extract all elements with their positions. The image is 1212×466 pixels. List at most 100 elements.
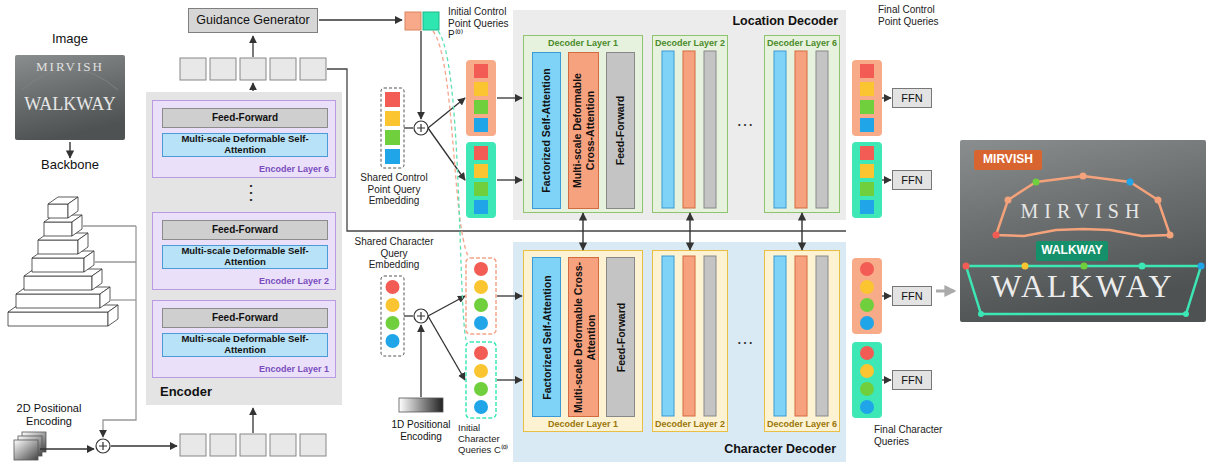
token-rows: [300, 58, 326, 80]
character-query-stacks: [474, 382, 488, 396]
node-text: 2D Positional Encoding: [6, 402, 92, 427]
flow-arrows: [404, 127, 413, 128]
flow-arrows: [40, 20, 891, 449]
attention-bar: Factorized Self-Attention: [532, 52, 561, 209]
label: Shared Character Query Embedding: [354, 236, 434, 271]
output-photo: [960, 140, 1206, 322]
backbone-pyramid: [32, 258, 84, 272]
shared-character-embedding: [381, 276, 404, 356]
query-link: [433, 31, 468, 256]
flow-lines: [111, 299, 136, 300]
decoder-layer-bars: [683, 256, 695, 416]
character-query-stacks: [466, 258, 882, 418]
ffn-box: FFN: [892, 370, 932, 390]
flow-arrows: [428, 128, 465, 180]
character-query-stacks: [860, 298, 874, 312]
label-text: WALKWAY: [968, 270, 1198, 302]
character-query-stacks: [466, 258, 496, 334]
positional-gradient: [399, 398, 443, 412]
token-rows: [180, 58, 326, 456]
flow-arrows: [428, 296, 465, 316]
node-text: FFN: [901, 92, 922, 105]
character-query-stacks: [474, 400, 488, 414]
node-text: Decoder Layer 2: [655, 419, 725, 429]
node-text: Multi-scale Deformable Cross-Attention: [568, 56, 599, 205]
flow-arrows: [879, 179, 891, 180]
token-rows: [300, 434, 326, 456]
backbone-pyramid: [16, 287, 110, 294]
label-text: Initial Character Queries C⁽⁰⁾: [458, 423, 516, 456]
decoder-layer-bars: [662, 51, 674, 208]
label: Final Control Point Queries: [878, 4, 950, 27]
flow-arrows: [497, 295, 522, 296]
label: …: [730, 110, 760, 131]
shared-character-embedding: [386, 298, 400, 312]
plus-symbols: [417, 124, 425, 132]
flow-lines: [83, 226, 136, 437]
decoder-layer-bars: [795, 256, 807, 416]
point-query-stacks: [474, 200, 488, 214]
flow-lines: [83, 225, 136, 226]
backbone-pyramid: [48, 197, 78, 204]
label: WALKWAY: [968, 270, 1198, 302]
decoder-layer: Decoder Layer 2: [652, 250, 728, 432]
shared-point-embedding: [385, 111, 400, 126]
flow-arrows: [252, 408, 253, 433]
flow-arrows: [428, 316, 465, 380]
character-query-stacks: [474, 346, 488, 360]
token-rows: [270, 434, 296, 456]
label: ⋮: [236, 181, 266, 204]
decoder-layer-bars: [662, 51, 828, 416]
feed-forward-box: Feed-Forward: [162, 308, 328, 328]
token-rows: [210, 58, 236, 80]
text-tag: WALKWAY: [1036, 241, 1108, 261]
decoder-layer-bars: [774, 256, 786, 416]
output-photo: [993, 232, 1000, 239]
flow-arrows: [879, 295, 891, 296]
decoder-layer: Decoder Layer 6: [764, 35, 840, 213]
node-text: Location Decoder: [732, 14, 838, 28]
character-query-stacks: [852, 258, 882, 334]
label: Initial Control Point Queries P⁽⁰⁾: [448, 6, 512, 41]
output-photo: [1005, 197, 1012, 204]
character-query-stacks: [474, 262, 488, 276]
node-text: FFN: [901, 374, 922, 387]
label: …: [730, 328, 760, 349]
label-text: Shared Character Query Embedding: [354, 236, 434, 271]
point-query-stacks: [860, 118, 874, 132]
backbone-pyramid: [108, 305, 118, 326]
output-photo: [1198, 263, 1205, 270]
label-text: WALKWAY: [15, 94, 125, 115]
plus-symbols: [417, 312, 425, 320]
label-text: MIRVISH: [1013, 200, 1153, 223]
node-text: Decoder Layer 6: [767, 38, 837, 48]
shared-character-embedding: [386, 334, 400, 348]
decoder-layer: Decoder Layer 1Factorized Self-Attention…: [523, 35, 643, 213]
flow-arrows: [497, 379, 522, 380]
backbone-pyramid: [72, 215, 82, 236]
node-text: Multi-scale Deformable Cross-Attention: [568, 261, 599, 413]
decoder-layer-bars: [795, 51, 807, 208]
point-query-stacks: [474, 164, 488, 178]
node-text: MIRVISH: [983, 153, 1033, 167]
node-text: Encoder Layer 2: [259, 276, 329, 286]
node-text: Feed-Forward: [606, 261, 635, 413]
decoder-layer: Decoder Layer 2: [652, 35, 728, 213]
label: Shared Control Point Query Embedding: [354, 172, 434, 207]
point-query-stacks: [474, 82, 488, 96]
character-query-stacks: [474, 298, 488, 312]
character-query-stacks: [860, 364, 874, 378]
initial-point-queries: [405, 12, 439, 30]
node-text: Backbone: [41, 158, 99, 173]
label: MIRVISH: [15, 60, 125, 75]
character-query-stacks: [852, 342, 882, 418]
flow-arrows: [252, 83, 253, 91]
output-photo: [1022, 263, 1029, 270]
node-text: Feed-Forward: [212, 112, 278, 124]
point-query-stacks: [466, 60, 882, 218]
plus-symbols: [96, 121, 428, 453]
decoder-layer-bars: [816, 256, 828, 416]
flow-arrows: [252, 36, 253, 57]
output-photo: [996, 176, 1170, 236]
node-text: 1D Positional Encoding: [384, 419, 458, 442]
